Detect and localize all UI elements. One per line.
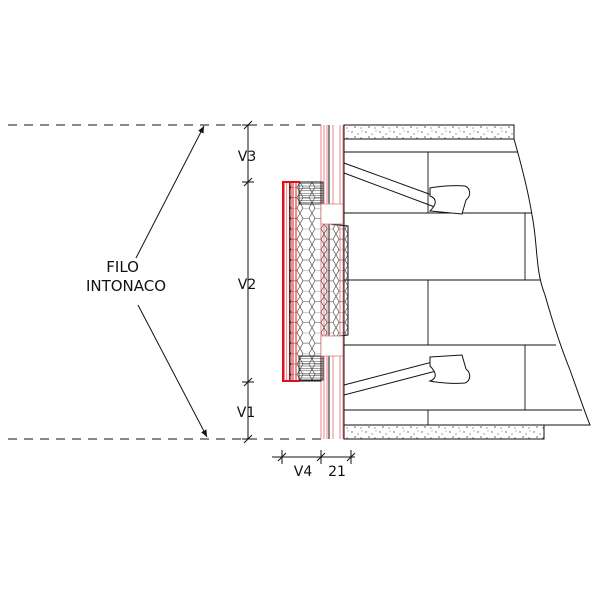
reference-line-label-2: INTONACO [86, 277, 166, 295]
door-leaf-profile [282, 181, 300, 382]
wall-anchor-bottom [343, 354, 471, 396]
frame-insert-bottom [298, 355, 324, 381]
reference-line-label: FILO INTONACO [86, 258, 166, 295]
vertical-dimension-chain [242, 120, 254, 444]
frame-insert-top-lower [320, 203, 344, 225]
reference-line-label-1: FILO [106, 258, 139, 276]
wall-anchor-top [343, 162, 471, 215]
frame-insert-top [298, 181, 324, 205]
dim-v2-label: V2 [238, 277, 256, 293]
arrow-to-top-line [135, 125, 205, 259]
wall-outline [343, 138, 591, 426]
frame-insert-bottom-upper [320, 335, 344, 357]
plaster-band-top [343, 124, 515, 140]
dim-frame-label: 21 [328, 464, 346, 480]
brick-courses [344, 151, 582, 425]
dim-v1-label: V1 [237, 405, 255, 421]
arrow-to-bottom-line [137, 304, 208, 438]
plaster-band-bottom [343, 424, 545, 440]
dim-v4-label: V4 [294, 464, 313, 480]
horizontal-dimension-chain [272, 450, 356, 464]
dim-v3-label: V3 [238, 149, 256, 165]
